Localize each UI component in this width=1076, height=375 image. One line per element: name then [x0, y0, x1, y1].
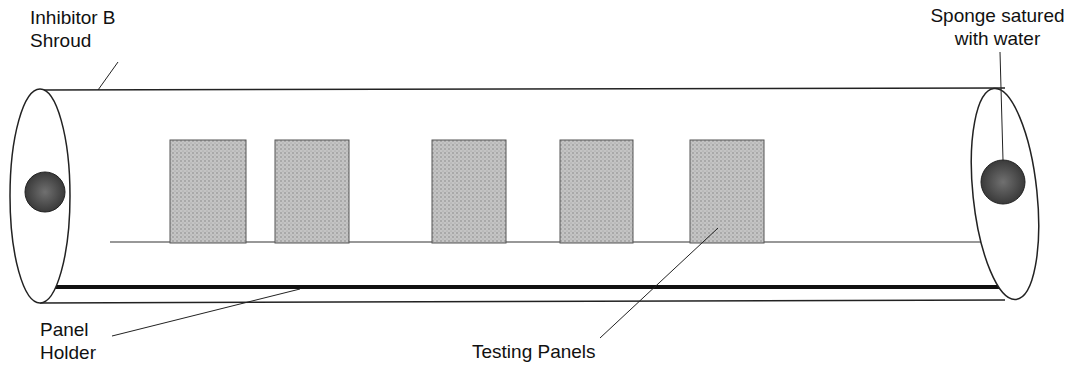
sponge [981, 160, 1025, 204]
testing-panel [560, 140, 633, 243]
shroud-left-end [10, 89, 70, 303]
callout-label: Sponge satured with water [925, 4, 1070, 50]
leader-line [112, 289, 300, 336]
shroud-top-edge [40, 88, 1005, 90]
sponge [25, 172, 65, 212]
testing-panel [690, 140, 764, 243]
callout-label: Panel Holder [40, 318, 112, 364]
testing-panel [170, 140, 246, 243]
leader-line [600, 228, 718, 338]
leader-line [1000, 52, 1003, 160]
callout-label: Testing Panels [472, 340, 672, 363]
holder-bar [40, 285, 1003, 289]
shroud-bottom-edge [40, 300, 1005, 303]
testing-panel [432, 140, 506, 243]
leader-line [98, 62, 118, 90]
shroud-right-end [962, 85, 1048, 303]
callout-label: Inhibitor B Shroud [30, 6, 150, 52]
testing-panel [275, 140, 349, 243]
